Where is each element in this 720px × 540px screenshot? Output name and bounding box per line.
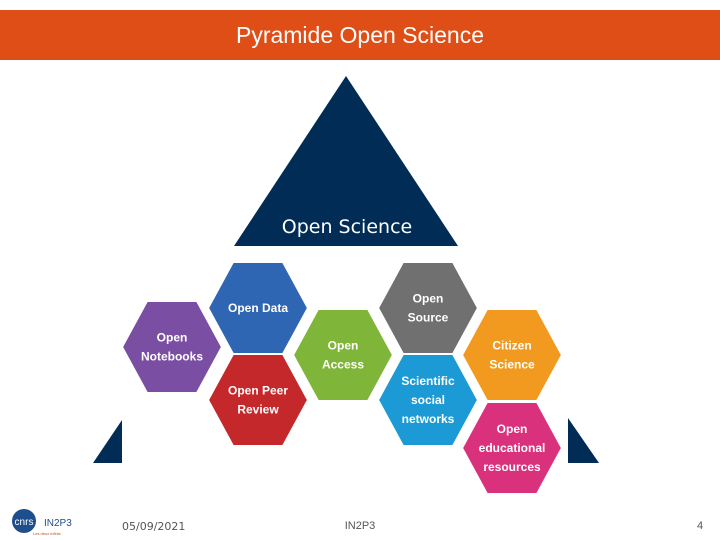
pyramid-label: Open Science — [282, 216, 412, 238]
footer-logo-label: IN2P3 — [44, 518, 72, 529]
hexagon-label-line: Scientific — [401, 374, 455, 388]
hexagon-shape — [460, 308, 564, 402]
hexagon-label-line: Open Data — [228, 301, 288, 315]
hexagon-shape — [291, 308, 395, 402]
hexagon-label-line: Access — [322, 358, 364, 372]
hexagon-label-line: Open — [497, 422, 528, 436]
hexagon-label-line: social — [411, 393, 445, 407]
hexagon-shape — [376, 261, 480, 355]
hexagon-label-line: Source — [408, 311, 449, 325]
cnrs-logo — [12, 509, 36, 533]
hexagon-label-line: Review — [237, 403, 279, 417]
hexagon-open-data: Open Data — [206, 261, 310, 355]
hexagon-label-line: Science — [489, 358, 535, 372]
hexagon-label-line: educational — [479, 441, 546, 455]
hexagon-label-line: Open — [157, 331, 188, 345]
page-number: 4 — [697, 520, 704, 532]
footer-logo-subtext: Les deux infinis — [33, 531, 61, 536]
cnrs-logo-text: cnrs — [15, 517, 34, 528]
pyramid-top — [234, 76, 458, 246]
hexagon-label-line: Notebooks — [141, 350, 203, 364]
hexagon-label-line: Open Peer — [228, 384, 288, 398]
hexagon-label-line: networks — [402, 412, 455, 426]
pyramid-bottom-left — [93, 420, 122, 463]
footer-date: 05/09/2021 — [122, 520, 186, 533]
hexagon-label-line: Open — [328, 339, 359, 353]
hexagon-shape — [376, 353, 480, 447]
hexagon-label-line: Citizen — [492, 339, 531, 353]
hexagon-shape — [120, 300, 224, 394]
pyramid-bottom-right — [568, 418, 599, 463]
hexagon-shape — [460, 401, 564, 495]
slide-title: Pyramide Open Science — [235, 22, 484, 48]
footer-center-text: IN2P3 — [344, 520, 376, 532]
hexagon-shape — [206, 353, 310, 447]
hexagon-label-line: resources — [483, 460, 541, 474]
hexagon-label-line: Open — [413, 292, 444, 306]
hexagon-scientific-social-networks: Scientific social networks — [376, 353, 480, 447]
hexagon-open-educational-resources: Open educational resources — [460, 401, 564, 495]
title-bar — [0, 10, 720, 60]
